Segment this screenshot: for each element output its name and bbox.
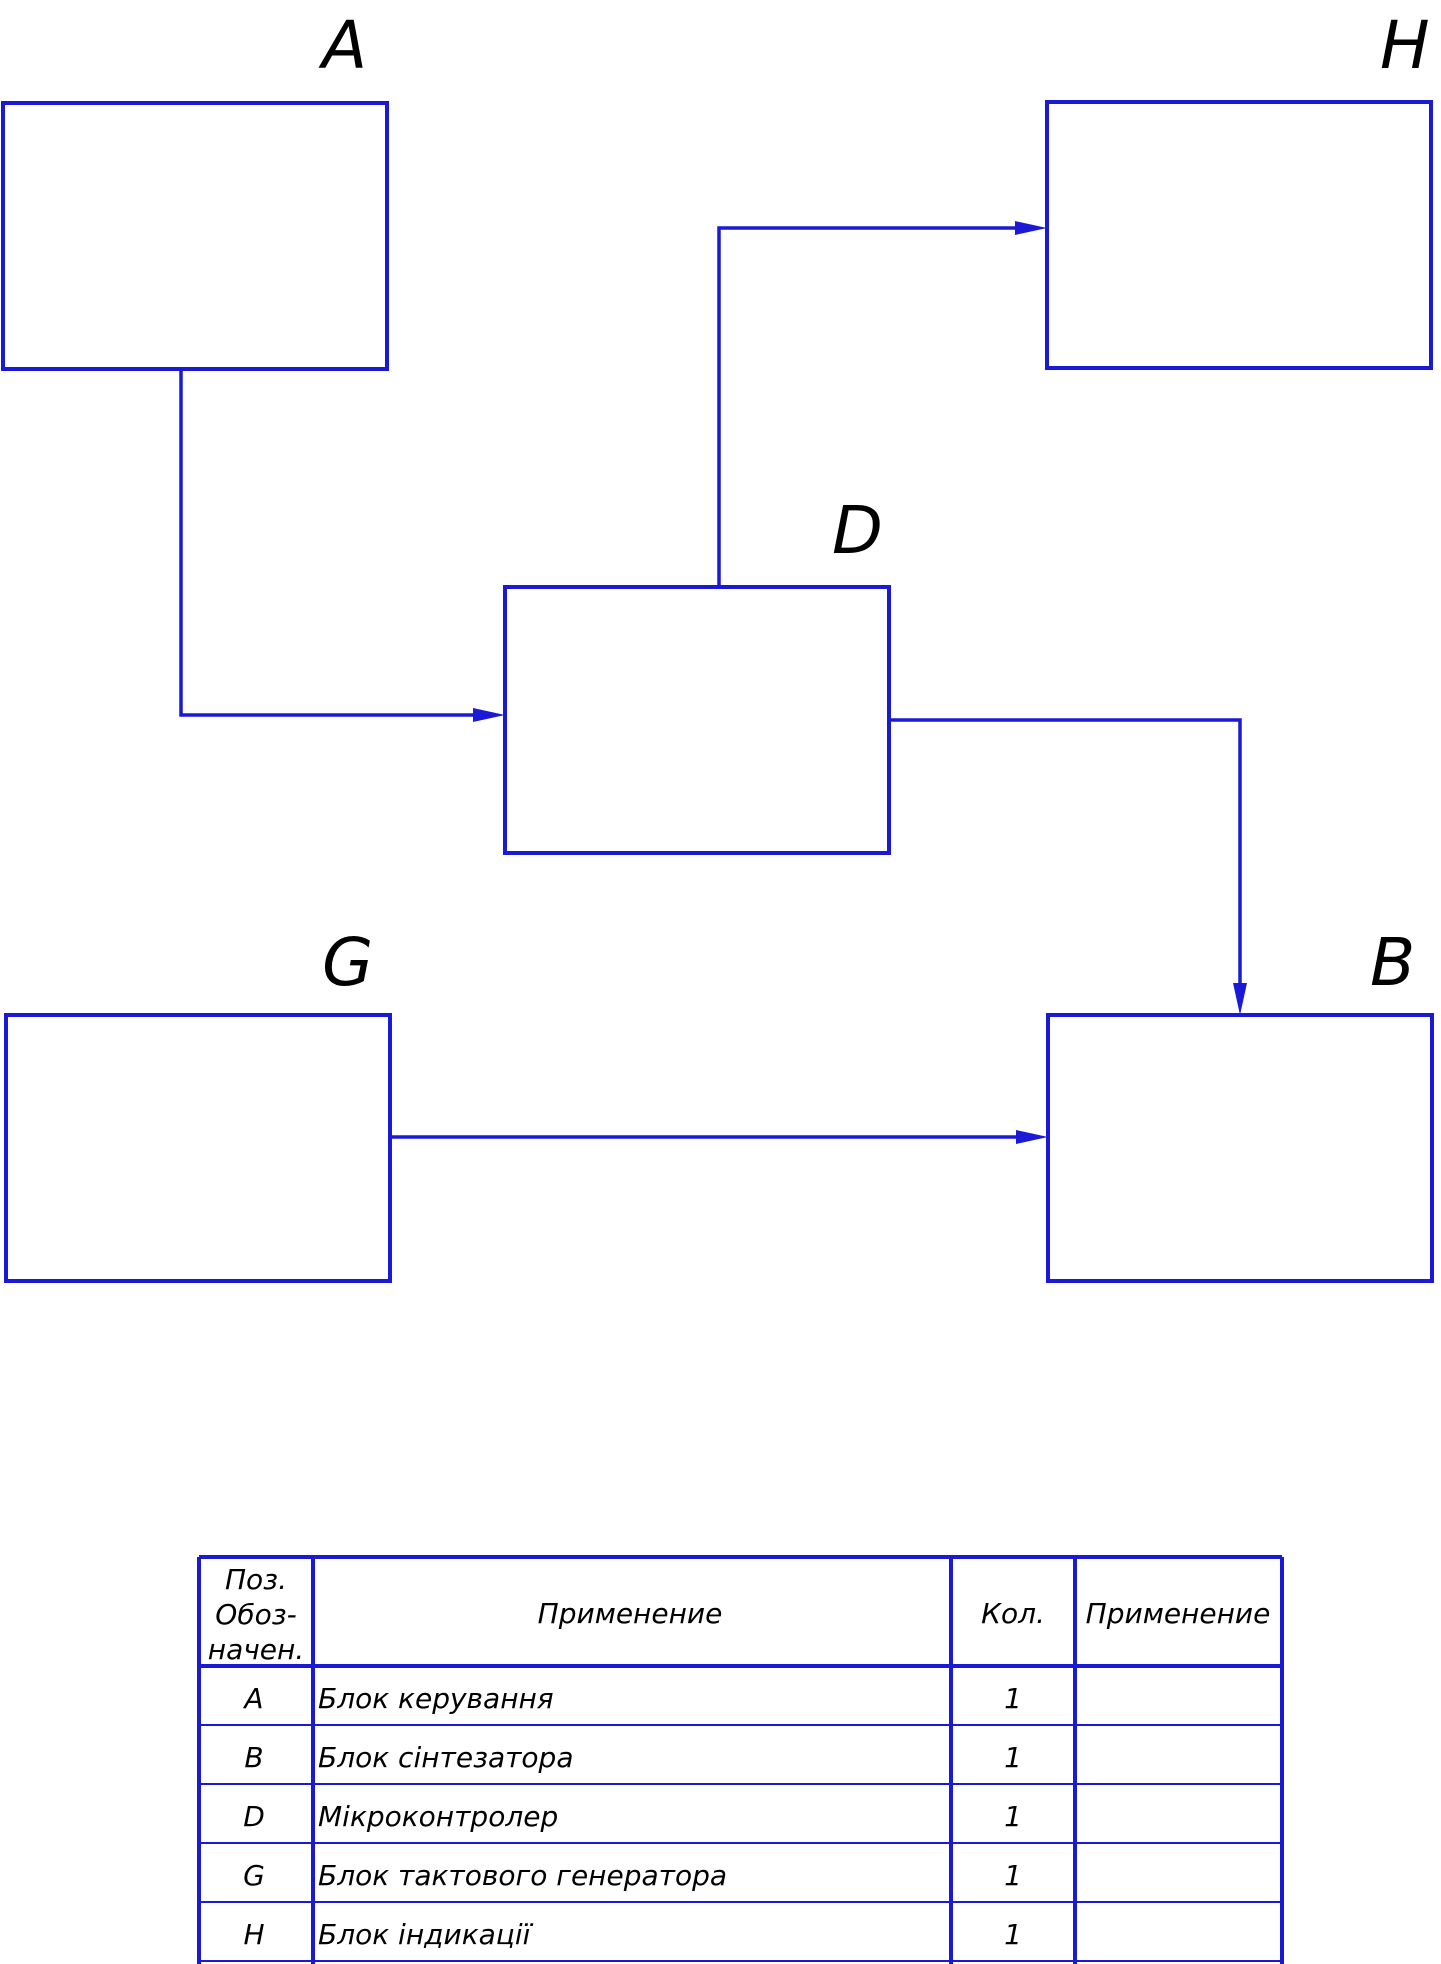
header-qty: Кол. [981,1597,1045,1630]
block-h [1045,100,1433,370]
block-d [503,585,891,855]
block-g [4,1013,392,1283]
row-h-pos: H [243,1918,264,1951]
block-a-label: A [318,7,367,84]
header-pos-line3: начен. [208,1633,304,1666]
block-g-label: G [322,924,373,1001]
row-a-pos: A [242,1682,263,1715]
arrow-a-to-d [473,708,505,722]
row-h-qty: 1 [1004,1918,1022,1951]
arrow-g-to-b [1016,1130,1048,1144]
header-note: Применение [1086,1597,1271,1630]
row-b-name: Блок сінтезатора [318,1741,574,1774]
wire-d-to-b [889,718,1242,985]
arrow-d-to-b [1233,983,1247,1015]
row-a-name: Блок керування [318,1682,554,1715]
header-name: Применение [538,1597,723,1630]
block-b-label: B [1370,924,1415,1001]
header-pos-line1: Поз. [225,1563,287,1596]
row-d-qty: 1 [1004,1800,1022,1833]
row-g-pos: G [243,1859,265,1892]
wire-d-to-h [717,226,1017,587]
row-b-pos: B [244,1741,263,1774]
block-d-label: D [832,492,883,569]
block-h-label: H [1380,7,1430,84]
parts-table: Поз. Обоз- начен. Применение Кол. Примен… [197,1555,1284,1964]
row-g-qty: 1 [1004,1859,1022,1892]
block-a [1,101,389,371]
wire-a-to-d [179,369,475,717]
row-d-name: Мікроконтролер [318,1800,558,1833]
row-h-name: Блок індикації [318,1918,534,1951]
row-b-qty: 1 [1004,1741,1022,1774]
header-pos-line2: Обоз- [215,1598,296,1631]
row-g-name: Блок тактового генератора [318,1859,727,1892]
block-b [1046,1013,1434,1283]
row-d-pos: D [243,1800,265,1833]
arrow-d-to-h [1015,221,1047,235]
row-a-qty: 1 [1004,1682,1022,1715]
